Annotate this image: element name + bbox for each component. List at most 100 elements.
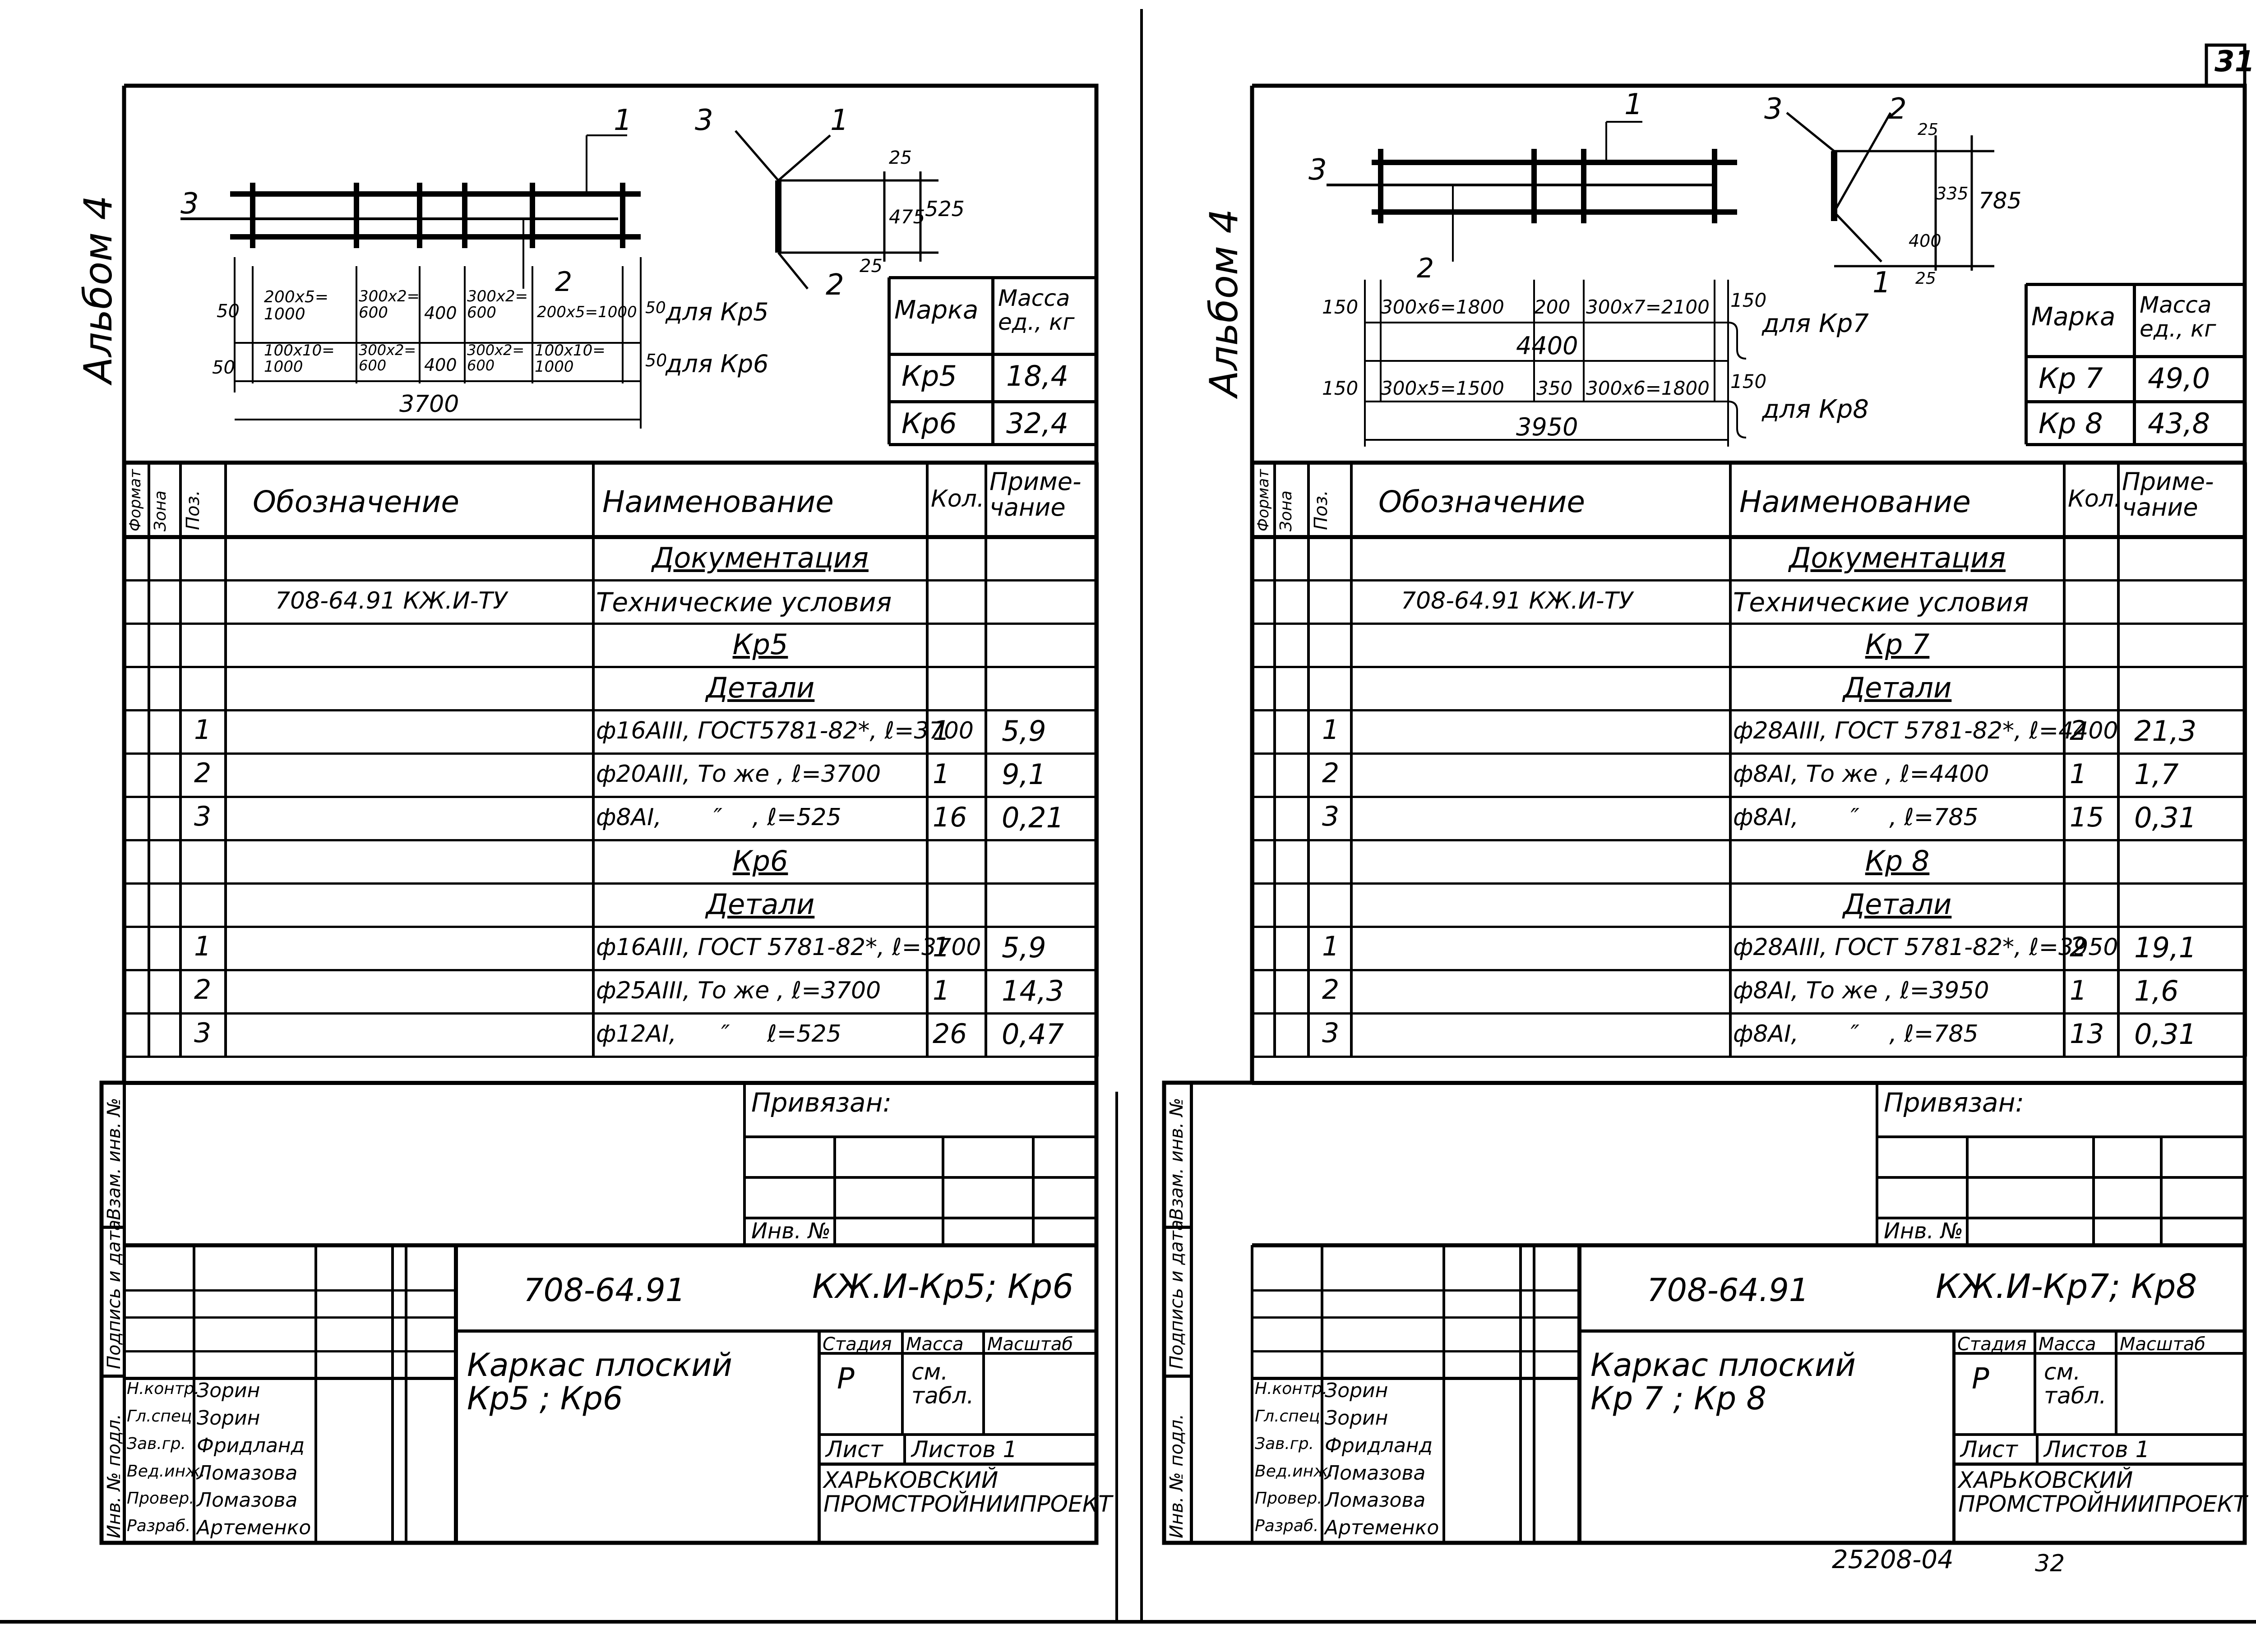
dim-785: 785 xyxy=(1979,188,2022,214)
grid-line xyxy=(179,462,182,1057)
kr8-end: 150 xyxy=(1730,370,1767,392)
grid-line xyxy=(124,1012,1096,1015)
right-h-note: Приме- чание xyxy=(2122,467,2214,521)
bottom-page: 32 xyxy=(2035,1550,2065,1577)
total-length: 3700 xyxy=(399,391,459,418)
right-stamp-name-0: Зорин xyxy=(1325,1379,1388,1402)
grid-line xyxy=(743,1083,746,1245)
left-mass-h-mass: Масса ед., кг xyxy=(998,285,1075,335)
left-row-qty-9: 1 xyxy=(933,932,950,963)
right-stamp-h-scale: Масштаб xyxy=(2120,1334,2206,1355)
dim-25a: 25 xyxy=(889,148,912,168)
right-row-pos-5: 2 xyxy=(1322,757,1340,789)
grid-line xyxy=(1252,1080,2245,1085)
dim-25a: 25 xyxy=(1918,120,1938,139)
kr7-s3: 300x7=2100 xyxy=(1586,296,1710,318)
left-stamp-org: ХАРЬКОВСКИЙ ПРОМСТРОЙНИИПРОЕКТ xyxy=(823,1467,1112,1517)
callout-pos-1: 1 xyxy=(614,104,632,137)
kr7-total: 4400 xyxy=(1516,332,1578,360)
grid-line xyxy=(833,1137,836,1245)
kr5-s1: 200x5= 1000 xyxy=(264,288,329,323)
left-stamp-role-1: Гл.спец. xyxy=(127,1407,197,1426)
right-h-designation: Обозначение xyxy=(1378,485,1585,519)
grid-line xyxy=(1252,709,2245,711)
grid-line xyxy=(2063,462,2066,1057)
kr7-s2: 200 xyxy=(1534,296,1571,318)
right-privyazan: Привязан: xyxy=(1884,1087,2025,1118)
right-row-pos-9: 1 xyxy=(1322,931,1340,962)
right-row-section-0: Документация xyxy=(1789,541,2006,574)
side-callout-3: 3 xyxy=(695,104,713,137)
left-album-title: Альбом 4 xyxy=(76,195,121,383)
dim-400: 400 xyxy=(1909,231,1942,251)
right-mass-value-1: 43,8 xyxy=(2148,407,2210,440)
right-row-name-10: ф8АI, То же , ℓ=3950 xyxy=(1733,977,1989,1004)
left-row-name-9: ф16АIII, ГОСТ 5781-82*, ℓ=3700 xyxy=(596,934,981,961)
left-stamp-h-stage: Стадия xyxy=(823,1334,892,1355)
grid-line xyxy=(1273,462,1276,1057)
right-stamp-name-4: Ломазова xyxy=(1325,1489,1426,1512)
right-inv-no: Инв. № xyxy=(1884,1218,1964,1244)
left-stamp-sheet-code: КЖ.И-Кр5; Кр6 xyxy=(812,1267,1074,1306)
grid-line xyxy=(819,1462,1096,1466)
right-row-qty-9: 2 xyxy=(2070,932,2087,963)
left-row-qty-5: 1 xyxy=(933,758,950,790)
grid-line xyxy=(124,1289,456,1292)
grid-line xyxy=(1877,1217,2245,1219)
left-stamp-name-2: Фридланд xyxy=(197,1434,305,1457)
grid-line xyxy=(1519,1245,1522,1543)
right-row-note-5: 1,7 xyxy=(2134,758,2179,791)
left-row-name-1: Технические условия xyxy=(596,587,892,618)
side-callout-1: 1 xyxy=(830,104,849,137)
grid-line xyxy=(224,462,227,1057)
left-stamp-sheet: Лист xyxy=(826,1436,883,1463)
grid-line xyxy=(592,462,595,1057)
grid-line xyxy=(744,1217,1096,1219)
callout-pos-3: 3 xyxy=(180,187,199,221)
right-h-name: Наименование xyxy=(1739,485,1971,519)
right-row-note-9: 19,1 xyxy=(2134,931,2197,964)
right-mass-mark-1: Кр 8 xyxy=(2039,407,2103,440)
right-row-note-10: 1,6 xyxy=(2134,974,2179,1007)
grid-line xyxy=(1252,882,2245,885)
grid-line xyxy=(2242,462,2247,1057)
right-row-pos-11: 3 xyxy=(1322,1017,1340,1049)
grid-line xyxy=(124,622,1096,625)
kr6-s2: 300x2= 600 xyxy=(359,341,416,374)
grid-line xyxy=(124,709,1096,711)
left-stamp-mass: см. табл. xyxy=(911,1359,974,1409)
grid-line xyxy=(1252,1055,2245,1058)
grid-line xyxy=(1876,1083,1878,1245)
left-stamp-role-3: Вед.инж. xyxy=(127,1462,205,1481)
left-h-note: Приме- чание xyxy=(989,467,1082,521)
left-h-zone: Зона xyxy=(151,490,170,531)
left-row-qty-10: 1 xyxy=(933,975,950,1006)
grid-line xyxy=(991,277,994,444)
right-row-section-3: Детали xyxy=(1843,671,1952,704)
right-h-format: Формат xyxy=(1254,469,1272,531)
left-row-pos-6: 3 xyxy=(194,801,212,832)
dim-525: 525 xyxy=(925,197,965,221)
kr6-label: для Кр6 xyxy=(666,350,769,378)
left-stamp-title: Каркас плоский Кр5 ; Кр6 xyxy=(467,1347,733,1417)
grid-line xyxy=(124,1055,1096,1058)
right-stamp-stage: Р xyxy=(1972,1362,1989,1396)
right-stamp-sheets: Листов 1 xyxy=(2044,1436,2150,1463)
left-row-qty-4: 1 xyxy=(933,715,950,747)
kr6-s1: 100x10= 1000 xyxy=(264,341,335,376)
left-h-name: Наименование xyxy=(602,485,834,519)
right-side-label-1: Подпись и дата xyxy=(1166,1219,1187,1369)
right-side-label-0: Взам. инв. № xyxy=(1166,1098,1187,1220)
grid-line xyxy=(124,795,1096,798)
dim-475: 475 xyxy=(889,206,925,228)
right-row-pos-10: 2 xyxy=(1322,974,1340,1006)
right-row-name-9: ф28АIII, ГОСТ 5781-82*, ℓ=3950 xyxy=(1733,934,2118,961)
grid-line xyxy=(1350,462,1353,1057)
right-side-label-2: Инв. № подл. xyxy=(1166,1414,1187,1538)
grid-line xyxy=(1250,462,1254,1057)
dim-335: 335 xyxy=(1936,184,1969,203)
left-privyazan: Привязан: xyxy=(751,1087,892,1118)
left-h-format: Формат xyxy=(126,469,144,531)
right-stamp-name-2: Фридланд xyxy=(1325,1434,1433,1457)
left-row-name-4: ф16АIII, ГОСТ5781-82*, ℓ=3700 xyxy=(596,717,974,744)
